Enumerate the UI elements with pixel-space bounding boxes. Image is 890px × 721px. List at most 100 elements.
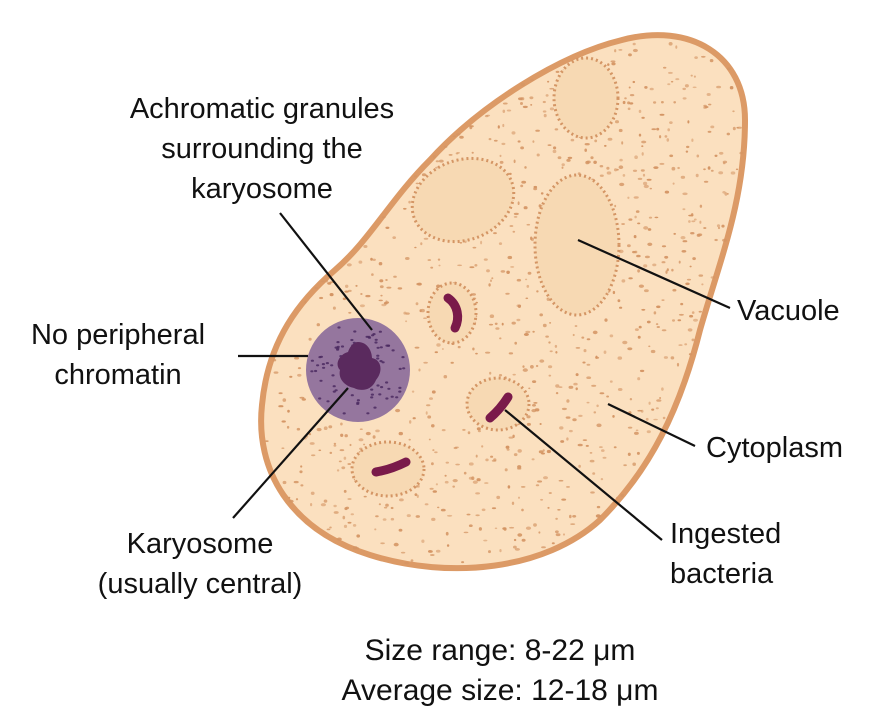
cytoplasm-granule (627, 196, 630, 199)
cytoplasm-granule (511, 321, 516, 325)
cytoplasm-granule (628, 53, 632, 57)
cytoplasm-granule (380, 542, 385, 545)
leader-ingested (504, 409, 663, 541)
cytoplasm-granule (675, 45, 678, 49)
cytoplasm-granule (590, 491, 595, 494)
cytoplasm-granule (646, 178, 652, 181)
cytoplasm-granule (333, 444, 337, 447)
cytoplasm-granule (577, 443, 583, 447)
achromatic-granule (398, 390, 402, 393)
cytoplasm-granule (685, 150, 689, 153)
cytoplasm-granule (714, 154, 718, 157)
cytoplasm-granule (343, 524, 348, 529)
cytoplasm-granule (737, 126, 742, 129)
cytoplasm-granule (689, 265, 692, 268)
cytoplasm-granule (643, 181, 648, 186)
cytoplasm-granule (612, 290, 616, 295)
label-no-peripheral-line-2: chromatin (54, 359, 181, 391)
cytoplasm-granule (593, 160, 597, 164)
cytoplasm-granule (547, 144, 552, 147)
achromatic-granule (310, 370, 314, 373)
cytoplasm-granule (546, 449, 552, 454)
cytoplasm-granule (627, 347, 633, 351)
cytoplasm-granule (638, 284, 645, 288)
cytoplasm-granule (496, 495, 501, 500)
cytoplasm-granule (669, 154, 674, 158)
cytoplasm-granule (638, 325, 642, 329)
cytoplasm-granule (641, 116, 645, 119)
cytoplasm-granule (739, 151, 744, 155)
achromatic-granule (334, 346, 338, 349)
cytoplasm-granule (316, 323, 320, 327)
label-ingested-line-2: bacteria (670, 558, 774, 590)
cytoplasm-granule (547, 506, 550, 509)
achromatic-granule (330, 364, 334, 367)
cytoplasm-granule (542, 110, 547, 113)
cytoplasm-granule (561, 166, 564, 169)
cytoplasm-granule (619, 306, 623, 309)
cytoplasm-granule (452, 135, 456, 138)
cytoplasm-granule (666, 138, 670, 142)
cytoplasm-granule (345, 506, 350, 510)
cytoplasm-granule (329, 451, 333, 454)
cytoplasm-granule (475, 301, 479, 304)
cytoplasm-granule (426, 404, 431, 407)
cytoplasm-granule (333, 511, 339, 514)
cytoplasm-granule (480, 240, 483, 245)
caption-average-size: Average size: 12-18 μm (342, 674, 659, 707)
achromatic-granule (331, 374, 335, 377)
cytoplasm-granule (732, 126, 736, 131)
cytoplasm-granule (415, 182, 419, 185)
cytoplasm-granule (634, 431, 639, 435)
cytoplasm-granule (592, 330, 598, 335)
cytoplasm-granule (514, 548, 521, 551)
cytoplasm-granule (682, 208, 686, 211)
cytoplasm-granule (706, 93, 711, 96)
cytoplasm-granule (405, 320, 408, 323)
cytoplasm-granule (476, 478, 481, 482)
cytoplasm-granule (428, 550, 432, 552)
cytoplasm-granule (416, 494, 419, 498)
cytoplasm-granule (472, 480, 478, 484)
cytoplasm-granule (668, 71, 673, 74)
cytoplasm-granule (545, 335, 549, 338)
cytoplasm-granule (386, 286, 392, 289)
vacuole-food-1 (426, 281, 478, 345)
cytoplasm-granule (378, 503, 381, 506)
cytoplasm-granule (682, 240, 688, 243)
cytoplasm-granule (632, 169, 638, 172)
cytoplasm-granule (378, 299, 383, 302)
cytoplasm-granule (688, 353, 693, 356)
cytoplasm-granule (698, 274, 704, 277)
cytoplasm-granule (539, 423, 542, 425)
label-ingested-line-1: Ingested (670, 518, 781, 550)
cytoplasm-granule (541, 546, 546, 549)
cytoplasm-granule (532, 380, 537, 383)
cytoplasm-granule (584, 148, 587, 152)
cytoplasm-granule (656, 399, 662, 402)
cytoplasm-granule (438, 264, 441, 267)
cytoplasm-granule (484, 482, 489, 484)
cytoplasm-granule (461, 561, 465, 564)
cytoplasm-granule (429, 397, 433, 400)
cytoplasm-granule (495, 327, 500, 330)
cytoplasm-granule (672, 182, 675, 185)
cytoplasm-granule (513, 538, 517, 542)
cytoplasm-granule (506, 270, 510, 274)
cytoplasm-granule (494, 322, 498, 325)
cytoplasm-granule (648, 216, 653, 219)
cytoplasm-granule (372, 435, 376, 439)
cytoplasm-granule (408, 438, 411, 441)
cytoplasm-granule (643, 184, 649, 189)
cytoplasm-granule (709, 59, 714, 63)
cytoplasm-granule (344, 434, 348, 438)
cytoplasm-granule (438, 159, 444, 163)
cytoplasm-granule (432, 490, 437, 493)
cytoplasm-granule (356, 547, 360, 550)
cytoplasm-granule (381, 303, 387, 307)
cytoplasm-granule (602, 456, 607, 459)
cytoplasm-granule (656, 305, 661, 309)
cytoplasm-granule (356, 534, 361, 538)
achromatic-granule (340, 345, 345, 348)
cytoplasm-granule (432, 449, 435, 452)
